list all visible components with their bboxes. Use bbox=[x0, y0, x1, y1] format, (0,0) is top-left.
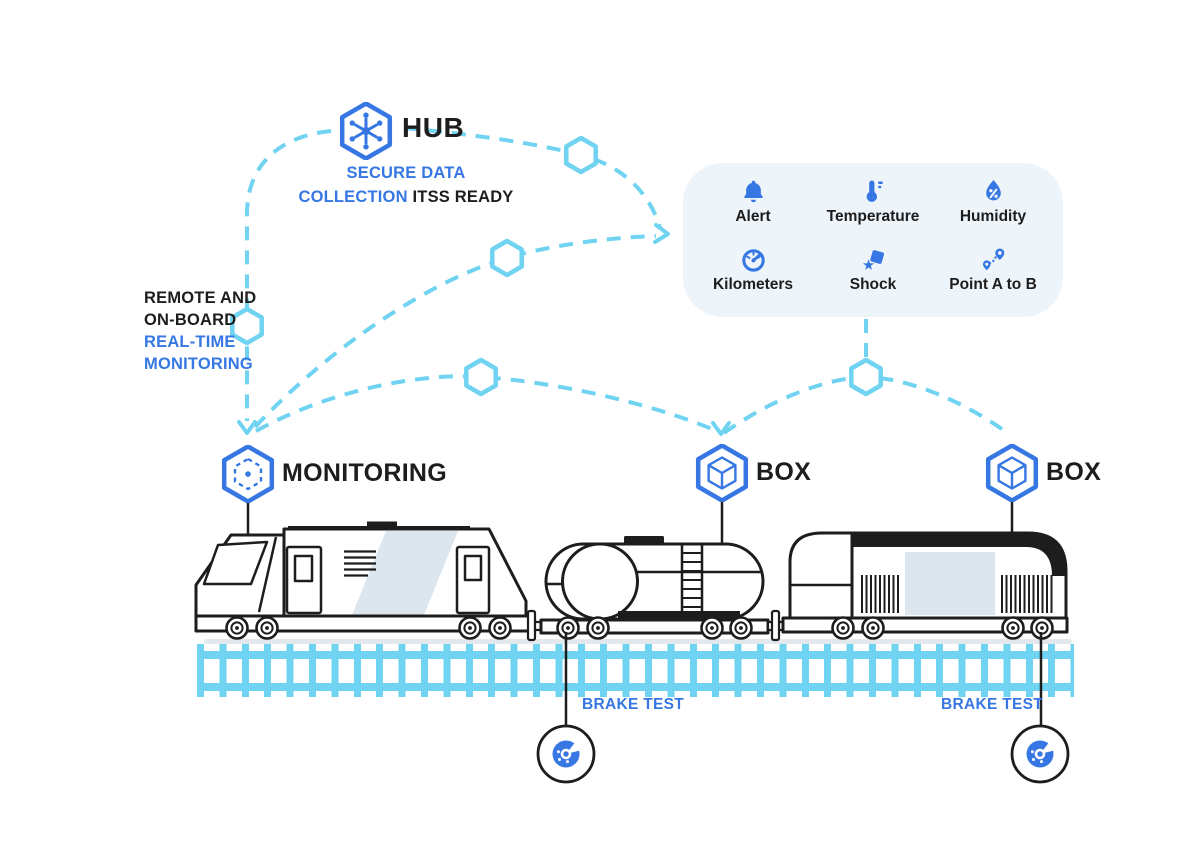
boxcar-door-panel bbox=[905, 552, 995, 615]
locomotive-windshield bbox=[202, 540, 269, 586]
hex-node bbox=[849, 357, 883, 397]
boxcar-slats bbox=[861, 575, 899, 613]
box-rear-label: BOX bbox=[1046, 458, 1102, 486]
wheel bbox=[488, 616, 512, 640]
ground-shadow bbox=[204, 639, 1072, 644]
wheel bbox=[556, 616, 580, 640]
sensor-label: Humidity bbox=[959, 208, 1027, 225]
arrow-into-box-front bbox=[711, 421, 731, 436]
train-box-car bbox=[781, 531, 1069, 640]
wheel bbox=[1001, 616, 1025, 640]
point-a-to-b-icon bbox=[982, 247, 1004, 270]
alert-icon bbox=[743, 180, 763, 203]
wheel bbox=[831, 616, 855, 640]
wheel bbox=[586, 616, 610, 640]
kilometers-icon bbox=[741, 248, 765, 272]
brake-test-front bbox=[536, 632, 596, 784]
sensor-temperature: Temperature bbox=[813, 178, 933, 242]
box-front-label: BOX bbox=[756, 458, 812, 486]
hex-node bbox=[230, 306, 264, 346]
remote-note-line: ON-BOARD bbox=[144, 311, 237, 329]
hub-icon bbox=[339, 102, 393, 160]
brake-test-rear-label: BRAKE TEST bbox=[941, 696, 1044, 713]
hub-label: HUB bbox=[402, 112, 465, 143]
tank-head bbox=[561, 542, 639, 621]
remote-note: REMOTE AND ON-BOARD REAL-TIME MONITORING bbox=[144, 287, 256, 375]
sensor-panel: Alert Temperature Humidity bbox=[683, 163, 1063, 317]
sensor-kilometers: Kilometers bbox=[693, 246, 813, 310]
sensor-shock: Shock bbox=[813, 246, 933, 310]
locomotive-vents bbox=[344, 550, 376, 577]
wheel bbox=[700, 616, 724, 640]
arrow-into-panel bbox=[653, 223, 670, 244]
hex-node bbox=[490, 238, 524, 278]
connector-hub-to-monitoring bbox=[245, 129, 332, 421]
hex-node bbox=[564, 135, 598, 175]
remote-note-line: REAL-TIME bbox=[144, 333, 236, 351]
monitoring-label: MONITORING bbox=[282, 459, 448, 487]
wheel bbox=[458, 616, 482, 640]
railroad-track bbox=[197, 644, 1074, 697]
boxcar-cab bbox=[788, 531, 854, 620]
hub-subtitle-line1: SECURE DATA bbox=[346, 164, 466, 182]
sensor-point-a-to-b: Point A to B bbox=[933, 246, 1053, 310]
connector-arrowheads bbox=[237, 223, 731, 436]
sensor-humidity: Humidity bbox=[933, 178, 1053, 242]
wheel bbox=[255, 616, 279, 640]
connector-monitoring-to-panel bbox=[253, 234, 657, 429]
box-rear-node-icon bbox=[985, 444, 1039, 502]
wheel bbox=[729, 616, 753, 640]
sensor-alert: Alert bbox=[693, 178, 813, 242]
boxcar-roof bbox=[852, 532, 1067, 576]
wheel bbox=[225, 616, 249, 640]
shock-icon bbox=[862, 249, 884, 270]
box-front-node-icon bbox=[695, 444, 749, 502]
hub-subtitle-itss: ITSS READY bbox=[412, 188, 514, 206]
remote-note-line: REMOTE AND bbox=[144, 289, 257, 307]
train-locomotive bbox=[194, 521, 535, 640]
boxcar-slats bbox=[1001, 575, 1053, 613]
arrow-into-monitoring bbox=[237, 420, 257, 435]
monitoring-node-icon bbox=[221, 445, 275, 503]
sensor-label: Alert bbox=[735, 208, 771, 225]
temperature-icon bbox=[866, 180, 883, 202]
brake-test-front-label: BRAKE TEST bbox=[582, 696, 685, 713]
coupler bbox=[770, 609, 781, 642]
wheel bbox=[861, 616, 885, 640]
brake-test-rear bbox=[1010, 632, 1070, 784]
train-tank-car bbox=[526, 536, 785, 642]
locomotive-window-stripe bbox=[352, 531, 458, 615]
sensor-label: Shock bbox=[849, 275, 897, 293]
hexagon-packet-nodes bbox=[230, 135, 883, 397]
hub-subtitle: SECURE DATA COLLECTION ITSS READY bbox=[282, 161, 530, 209]
humidity-icon bbox=[985, 180, 1001, 201]
hex-node bbox=[464, 357, 498, 397]
sensor-label: Kilometers bbox=[712, 275, 794, 293]
remote-note-line: MONITORING bbox=[144, 355, 253, 373]
sensor-label: Temperature bbox=[826, 208, 920, 225]
sensor-label: Point A to B bbox=[949, 275, 1037, 293]
hub-subtitle-collection: COLLECTION bbox=[298, 188, 408, 206]
